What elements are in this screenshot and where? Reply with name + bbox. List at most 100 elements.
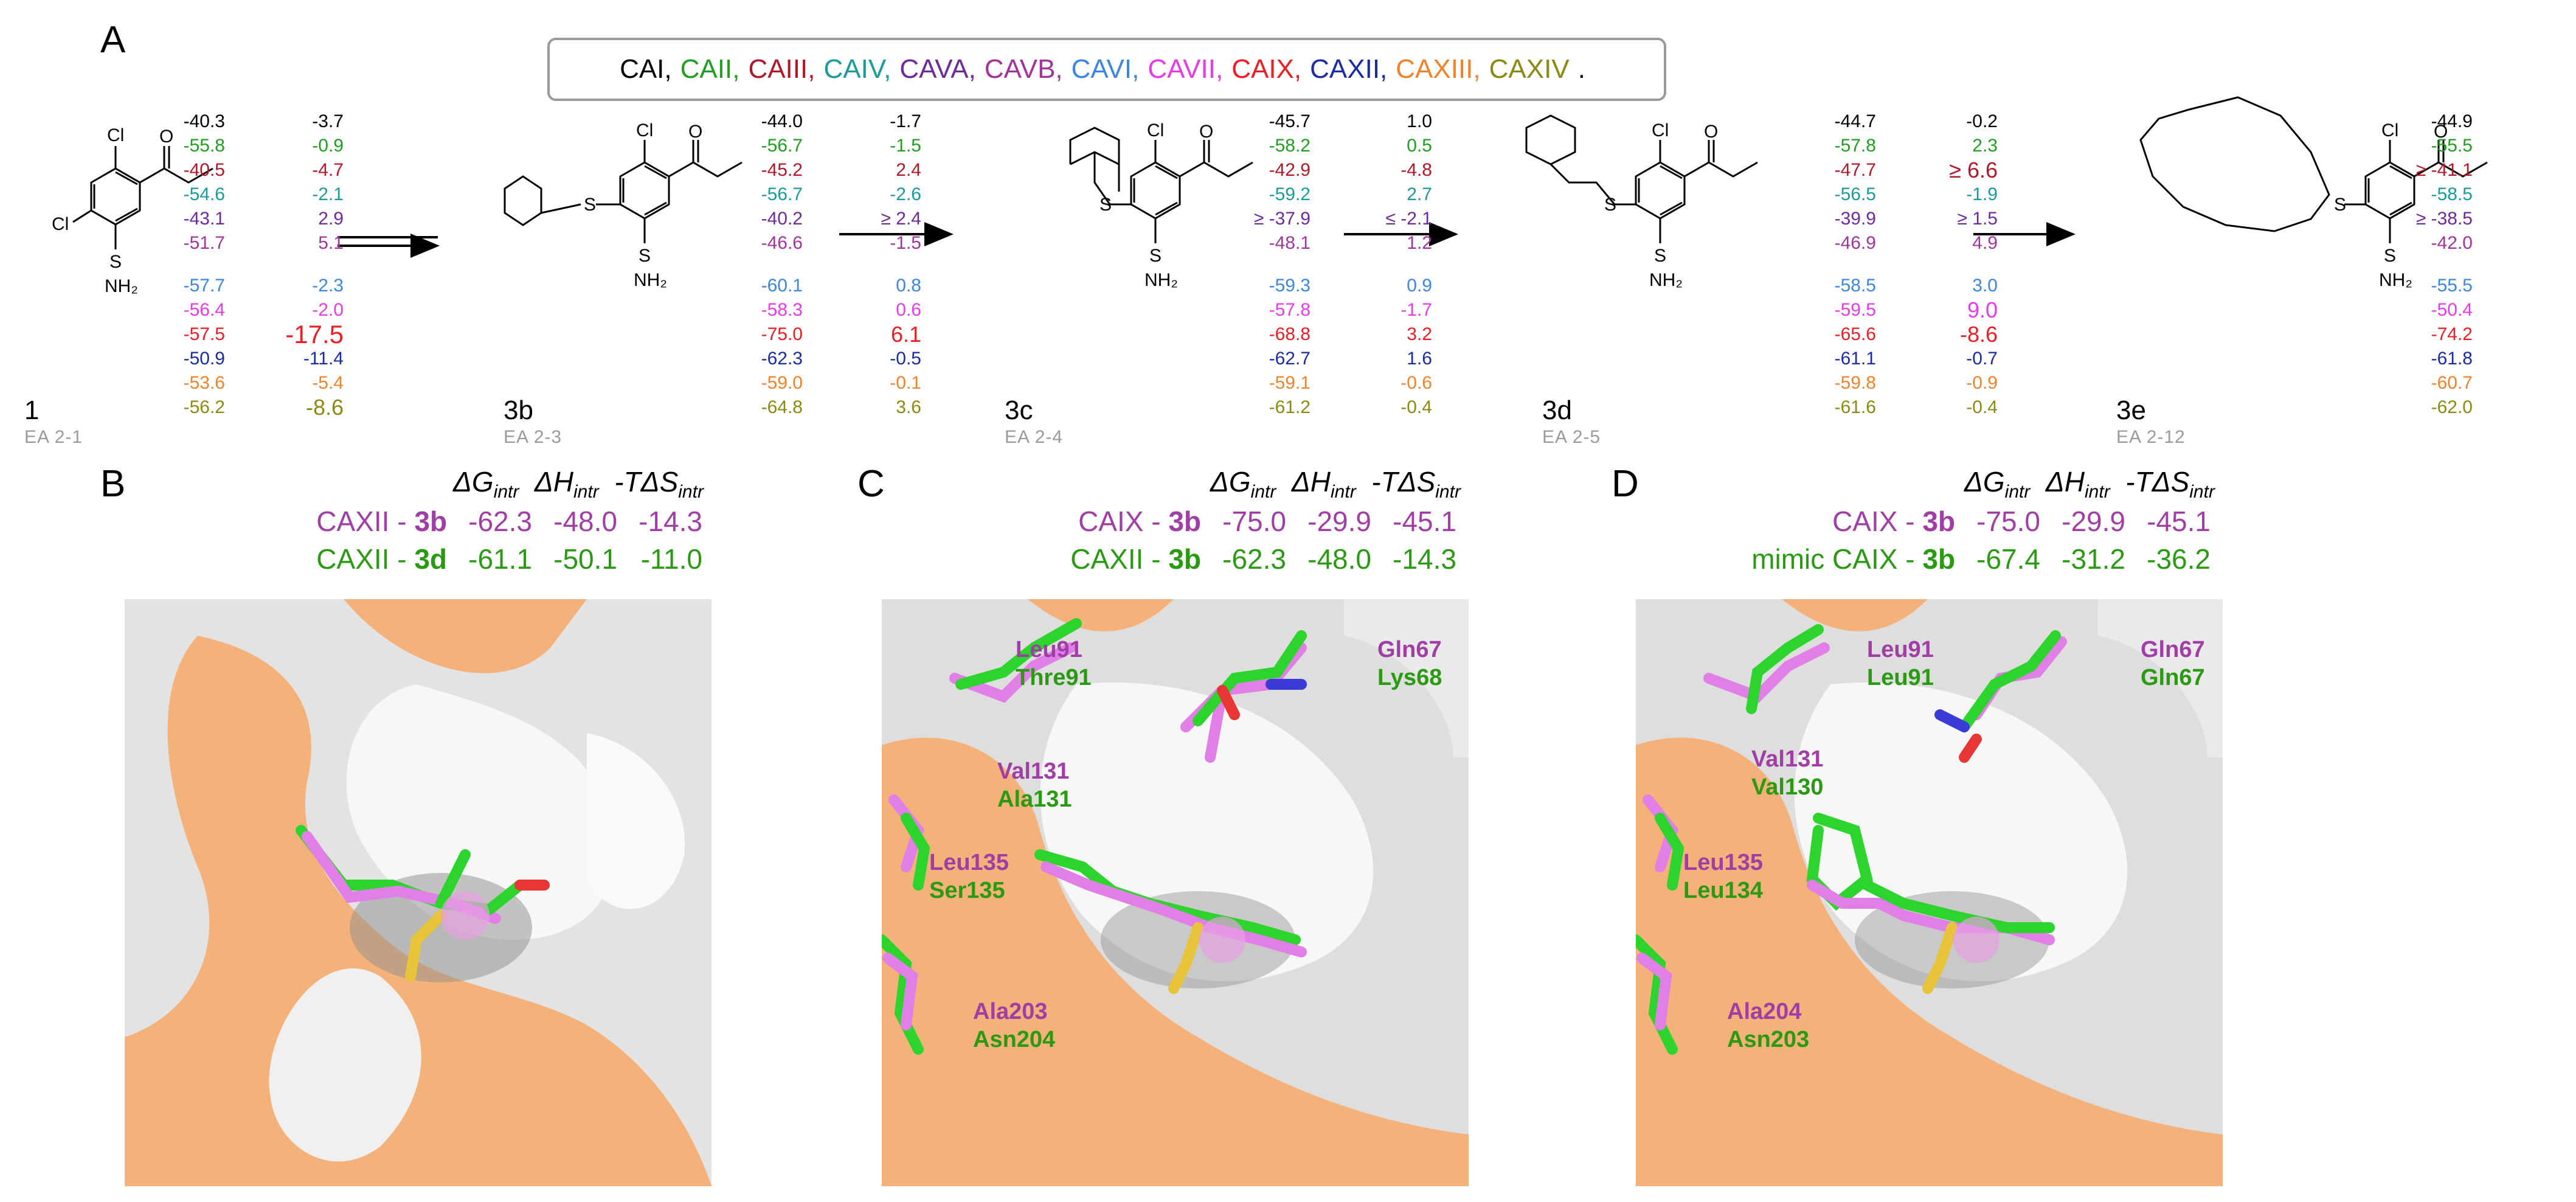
thermo-value-dg: -62.3: [1222, 543, 1286, 575]
value-cell: -4.7: [312, 160, 344, 180]
value-cell: -43.1: [183, 209, 225, 229]
protein-ligand-label: mimic CAIX - 3b: [1751, 543, 1955, 575]
value-cell: -42.0: [2431, 233, 2473, 253]
compound-name: 3e: [2116, 395, 2146, 425]
value-cell: -2.6: [890, 184, 921, 204]
atom-cl: Cl: [636, 120, 653, 141]
atom-s: S: [2384, 246, 2396, 266]
value-cell: -58.5: [2431, 184, 2473, 204]
value-cell: ≥ -37.9: [1253, 209, 1311, 229]
residue-a: Leu91: [1016, 637, 1082, 662]
value-cell: -60.7: [2431, 373, 2473, 393]
atom-s: S: [109, 252, 122, 272]
value-cell: -55.5: [2431, 136, 2473, 156]
value-cell: -68.8: [1269, 324, 1311, 344]
thermo-value-tds: -14.3: [639, 505, 702, 537]
value-cell: 0.8: [896, 276, 921, 296]
value-cell: -61.6: [1834, 397, 1876, 417]
legend-item: CAXIV: [1489, 54, 1570, 84]
value-cell: 3.6: [896, 397, 921, 417]
residue-b: Leu91: [1867, 665, 1934, 690]
value-cell: -58.2: [1269, 136, 1311, 156]
panel-letter-a: A: [100, 19, 126, 61]
residue-a: Leu135: [1683, 850, 1763, 875]
legend-item: CAII,: [680, 54, 740, 84]
value-cell: -61.1: [1834, 349, 1876, 369]
value-cell: -44.9: [2431, 111, 2473, 131]
residue-b: Asn203: [1727, 1027, 1810, 1052]
thermo-value-dg: -75.0: [1976, 505, 2040, 537]
atom-o: O: [688, 122, 702, 142]
value-cell: -0.4: [1966, 397, 1998, 417]
value-cell: -57.5: [183, 324, 225, 344]
legend-item: CAVI,: [1071, 54, 1140, 84]
thermo-value-dh: -50.1: [553, 543, 617, 575]
value-cell: 3.2: [1407, 324, 1432, 344]
compound-3b-structure: [504, 140, 743, 243]
value-cell: -45.2: [761, 160, 803, 180]
value-cell: -45.7: [1269, 111, 1311, 131]
value-cell: -3.7: [312, 111, 344, 131]
atom-cl: Cl: [2381, 120, 2398, 141]
value-cell: -1.9: [1966, 184, 1998, 204]
value-cell: ≥ -38.5: [2415, 209, 2473, 229]
value-cell: -40.2: [761, 209, 803, 229]
value-cell: -65.6: [1834, 324, 1876, 344]
thermo-row: CAXII - 3d-61.1-50.1-11.0: [252, 543, 702, 580]
value-cell: -60.1: [761, 276, 803, 296]
compound-ea: EA 2-4: [1005, 427, 1064, 447]
value-cell: 4.9: [1972, 233, 1998, 253]
thermo-value-dg: -62.3: [468, 505, 532, 537]
value-column: -44.9-55.5≥ -41.1-58.5≥ -38.5-42.0-55.5-…: [2387, 109, 2473, 420]
value-cell: -8.6: [305, 395, 344, 420]
value-cell: -1.7: [890, 111, 921, 131]
value-cell: 5.1: [318, 233, 344, 253]
thermo-value-tds: -36.2: [2147, 543, 2211, 575]
value-cell: ≤ -2.1: [1385, 209, 1433, 229]
thermo-row: mimic CAIX - 3b-67.4-31.2-36.2: [1675, 543, 2211, 580]
value-cell: ≥ 1.5: [1957, 209, 1998, 229]
residue-a: Gln67: [1377, 637, 1442, 662]
value-cell: -40.3: [183, 111, 225, 131]
value-cell: -40.5: [183, 160, 225, 180]
panel-letter-d: D: [1612, 463, 1639, 505]
thermo-row: CAXII - 3b-62.3-48.0-14.3: [252, 505, 702, 543]
value-cell: -62.0: [2431, 397, 2473, 417]
value-cell: -17.5: [285, 320, 344, 349]
value-cell: -56.4: [183, 300, 225, 320]
legend-item: CAVB,: [984, 54, 1063, 84]
value-cell: -0.6: [1401, 373, 1432, 393]
thermo-row: CAXII - 3b-62.3-48.0-14.3: [1006, 543, 1456, 580]
panel-d-header: ΔGintr ΔHintr -TΔSintr: [1964, 466, 2215, 502]
atom-nh2: NH₂: [1144, 270, 1178, 290]
legend-item: CAXIII,: [1396, 54, 1481, 84]
legend-item: CAVII,: [1148, 54, 1224, 84]
dh-header: ΔHintr: [534, 466, 599, 502]
value-column: -45.7-58.2-42.9-59.2≥ -37.9-48.1-59.3-57…: [1225, 109, 1311, 420]
value-cell: -5.4: [312, 373, 344, 393]
residue-b: Ser135: [929, 878, 1005, 903]
value-cell: 2.7: [1407, 184, 1432, 204]
residue-a: Ala204: [1727, 999, 1802, 1024]
value-cell: -59.0: [761, 373, 803, 393]
panel-b-header: ΔGintr ΔHintr -TΔSintr: [453, 465, 704, 502]
isoform-legend: CAI,CAII,CAIII,CAIV,CAVA,CAVB,CAVI,CAVII…: [547, 38, 1666, 101]
value-cell: -54.6: [183, 184, 225, 204]
atom-nh2: NH₂: [2379, 270, 2412, 290]
atom-s: S: [2334, 195, 2346, 215]
value-cell: -51.7: [183, 233, 225, 253]
value-cell: -46.9: [1834, 233, 1876, 253]
thermo-value-dg: -75.0: [1222, 505, 1286, 537]
value-column: -44.0-56.7-45.2-56.7-40.2-46.6-60.1-58.3…: [718, 109, 803, 420]
legend-item: CAIX,: [1231, 54, 1302, 84]
tds-header: -TΔSintr: [614, 466, 704, 502]
value-cell: -55.5: [2431, 276, 2473, 296]
value-cell: -57.8: [1269, 300, 1311, 320]
value-cell: -59.1: [1269, 373, 1311, 393]
value-cell: -8.6: [1959, 322, 1998, 347]
atom-cl: Cl: [52, 214, 69, 234]
value-cell: -0.5: [890, 349, 921, 369]
